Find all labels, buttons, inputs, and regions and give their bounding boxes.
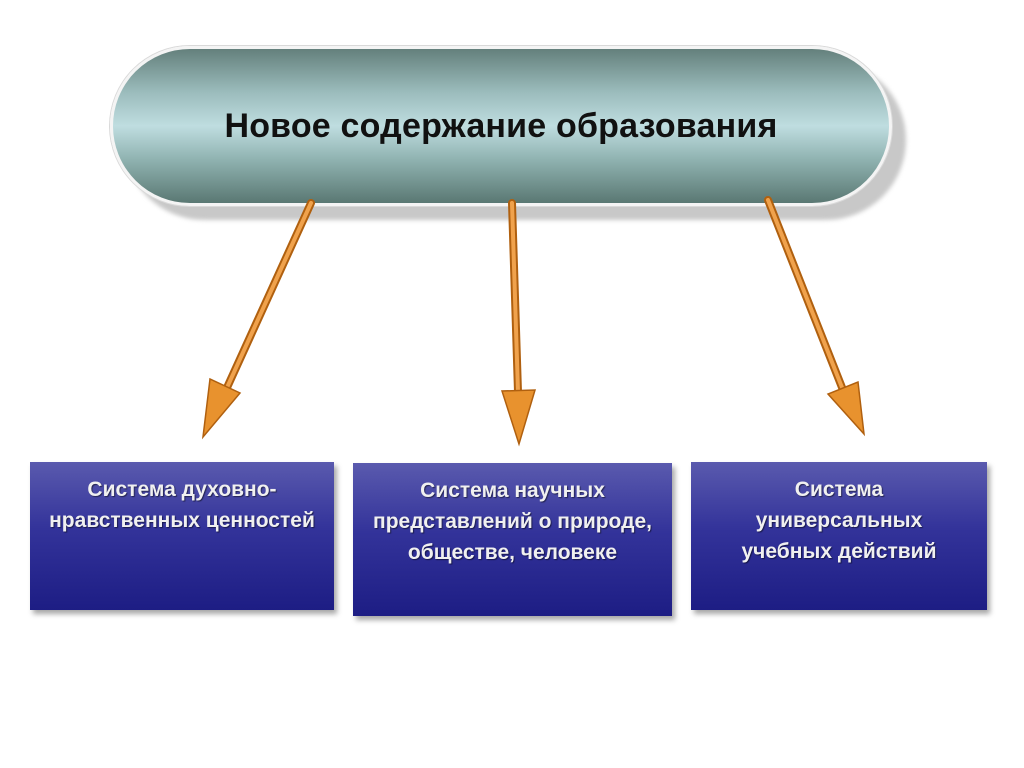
child-node-3: Система универсальных учебных действий xyxy=(691,462,987,610)
child-node-3-label: Система универсальных учебных действий xyxy=(741,478,937,563)
child-node-2-label: Система научных представлений о природе,… xyxy=(373,479,652,564)
arrow-to-child-2 xyxy=(500,199,537,447)
arrow-to-child-1 xyxy=(201,199,315,440)
child-node-1-label: Система духовно-нравственных ценностей xyxy=(49,478,315,532)
child-node-2: Система научных представлений о природе,… xyxy=(353,463,672,616)
arrow-to-child-3 xyxy=(764,196,866,437)
root-node-label: Новое содержание образования xyxy=(224,106,778,145)
child-node-1: Система духовно-нравственных ценностей xyxy=(30,462,334,610)
root-node: Новое содержание образования xyxy=(110,46,892,206)
